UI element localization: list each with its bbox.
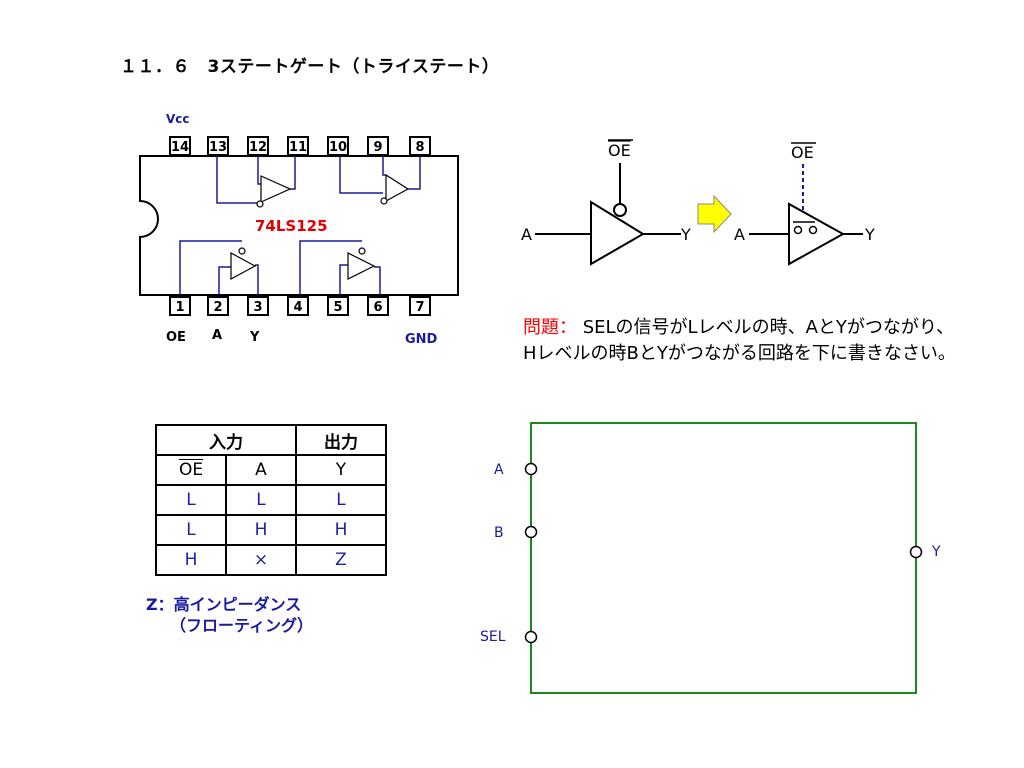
ic-pin — [409, 296, 431, 316]
table-cell: H — [155, 544, 227, 576]
col-header-y: Y — [295, 454, 387, 486]
input-label-left: A — [521, 225, 532, 244]
pin-label-gnd: GND — [405, 332, 438, 347]
ic-pin — [247, 296, 269, 316]
problem-label: 問題： — [523, 317, 577, 338]
terminal-label-b: B — [494, 525, 504, 541]
terminal-label-sel: SEL — [480, 629, 506, 645]
page-title: １１．６ 3ステートゲート（トライステート） — [120, 57, 500, 77]
terminal-label-y: Y — [931, 544, 941, 560]
table-row: H × Z — [155, 544, 387, 576]
switch-contact-2 — [808, 225, 818, 235]
ic-pin-number: 2 — [213, 300, 222, 315]
chip-part-number: 74LS125 — [255, 217, 328, 235]
ic-pin — [327, 296, 349, 316]
ic-pin — [169, 296, 191, 316]
table-cell: Z — [295, 544, 387, 576]
input-header: 入力 — [155, 424, 297, 456]
input-label-right: A — [734, 225, 745, 244]
high-impedance-note: Z：高インピーダンス （フローティング） — [146, 594, 313, 636]
vcc-label: Vcc — [166, 112, 190, 126]
table-cell: H — [225, 514, 297, 546]
ic-pin-number: 13 — [209, 140, 227, 155]
ic-pin — [207, 296, 229, 316]
truth-table: 入力 出力 OE A Y L L L L H H H × Z — [155, 424, 387, 576]
answer-frame — [530, 422, 917, 694]
buffer-triangle-right — [788, 202, 846, 266]
ic-pin-number: 8 — [415, 140, 424, 155]
output-label-left: Y — [680, 225, 691, 244]
chip-body — [139, 155, 459, 296]
table-row: L H H — [155, 514, 387, 546]
top-pin-row: 14 13 12 11 10 9 8 — [169, 136, 431, 156]
col-header-oe: OE — [155, 454, 227, 486]
oe-label-left: OE — [608, 141, 631, 160]
ic-pin-number: 1 — [175, 300, 184, 315]
table-row: L L L — [155, 484, 387, 516]
problem-text: SELの信号がLレベルの時、AとYがつながり、Hレベルの時BとYがつながる回路を… — [523, 317, 956, 364]
problem-statement: 問題： SELの信号がLレベルの時、AとYがつながり、Hレベルの時BとYがつなが… — [523, 315, 963, 367]
note-line-2: （フローティング） — [170, 616, 314, 635]
ic-pin-number: 4 — [293, 300, 302, 315]
ic-pin-number: 6 — [373, 300, 382, 315]
col-header-a: A — [225, 454, 297, 486]
circuit-answer-area: A B SEL Y — [480, 422, 941, 694]
table-cell: L — [155, 514, 227, 546]
pin-label-oe: OE — [166, 330, 186, 345]
table-cell: × — [225, 544, 297, 576]
internal-wiring — [179, 156, 421, 295]
table-cell: L — [295, 484, 387, 516]
ic-pin-number: 12 — [249, 140, 267, 155]
ic-pin-number: 7 — [415, 300, 424, 315]
terminal-label-a: A — [494, 462, 504, 478]
ic-pin-number: 14 — [171, 140, 189, 155]
ic-pin-number: 11 — [289, 140, 307, 155]
ic-pin-number: 10 — [329, 140, 347, 155]
table-cell: H — [295, 514, 387, 546]
transition-arrow-icon — [697, 194, 732, 234]
ic-pin — [367, 296, 389, 316]
switch-contact-1 — [793, 225, 803, 235]
pin-label-a: A — [212, 328, 222, 343]
table-cell: L — [225, 484, 297, 516]
buffer-triangle-left — [590, 200, 645, 266]
terminal-a — [524, 462, 538, 476]
note-line-1: Z：高インピーダンス — [146, 595, 302, 614]
terminal-sel — [524, 630, 538, 644]
pin-label-y: Y — [249, 330, 260, 345]
ic-pin-number: 3 — [253, 300, 262, 315]
terminal-b — [524, 525, 538, 539]
ic-pin — [287, 296, 309, 316]
oe-label-right: OE — [791, 143, 814, 162]
gate-symbols — [230, 173, 410, 281]
output-header: 出力 — [295, 424, 387, 456]
oe-bubble-left — [613, 203, 627, 217]
bottom-pin-row: 1 2 3 4 5 6 7 — [169, 296, 431, 316]
terminal-y — [909, 545, 923, 559]
output-label-right: Y — [864, 225, 875, 244]
tristate-buffer-diagram: OE A Y OE A Y — [521, 139, 875, 266]
ic-pin-number: 9 — [373, 140, 382, 155]
ic-pin-number: 5 — [333, 300, 342, 315]
table-cell: L — [155, 484, 227, 516]
